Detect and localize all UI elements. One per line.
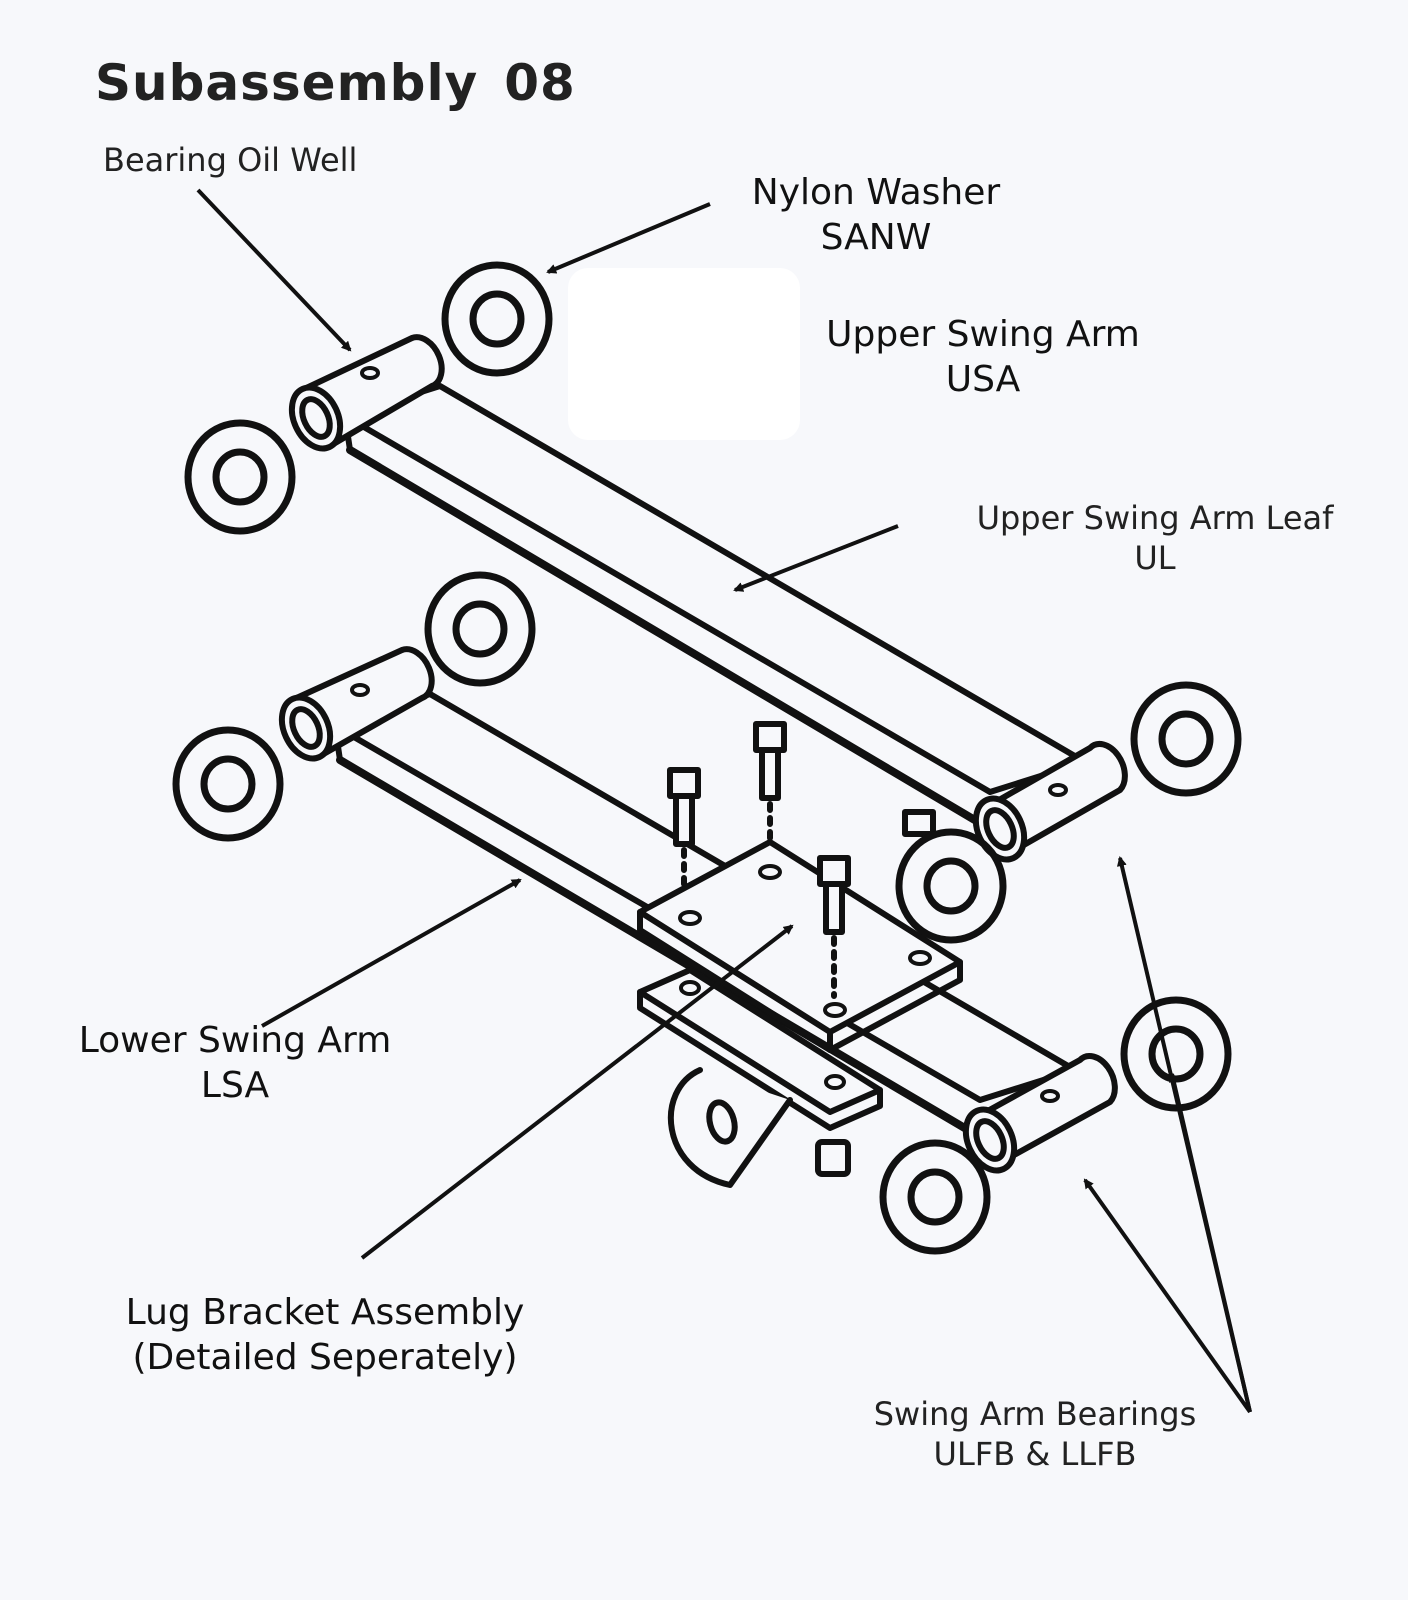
- label-bearing-oil-well: Bearing Oil Well: [103, 141, 358, 179]
- label-upper-swing-arm: Upper Swing Arm USA: [826, 314, 1140, 400]
- washer: [172, 726, 284, 842]
- washer: [184, 419, 296, 535]
- arrow-lug-bracket: [360, 924, 794, 1260]
- washer: [1130, 681, 1242, 797]
- label-nylon-washer: Nylon Washer SANW: [751, 172, 1001, 258]
- arrow-bearing-3: [1083, 1178, 1252, 1414]
- arrow-bearing-2: [1168, 1072, 1252, 1413]
- upper-swing-arm: [288, 334, 1128, 863]
- bolt: [667, 767, 701, 895]
- arrow-upper-leaf: [733, 524, 899, 592]
- label-lower-swing-arm: Lower Swing Arm LSA: [78, 1020, 392, 1106]
- bolt: [817, 855, 851, 999]
- upper-right-bearing-tube: [972, 741, 1128, 863]
- label-upper-swing-arm-leaf: Upper Swing Arm Leaf UL: [976, 499, 1334, 577]
- lug-bracket-assembly: [637, 721, 963, 1188]
- lower-left-bearing-tube: [278, 646, 435, 762]
- oil-well-hole: [360, 366, 380, 380]
- arrow-bearing-oil-well: [196, 188, 352, 352]
- label-swing-arm-bearings: Swing Arm Bearings ULFB & LLFB: [873, 1395, 1197, 1473]
- washer: [424, 571, 536, 687]
- whiteout-patch: [568, 268, 800, 440]
- bolt: [753, 721, 787, 849]
- bolt: [902, 809, 936, 837]
- nut: [815, 1139, 851, 1177]
- washer: [879, 1139, 991, 1255]
- subassembly-number: 08: [504, 54, 576, 112]
- label-lug-bracket-assembly: Lug Bracket Assembly (Detailed Seperatel…: [125, 1292, 525, 1378]
- upper-left-bearing-tube: [288, 334, 445, 452]
- arrow-nylon-washer: [546, 202, 711, 274]
- washer: [441, 261, 553, 377]
- lower-right-bearing-tube: [962, 1053, 1118, 1174]
- arrow-lower-swing-arm: [261, 878, 522, 1028]
- washer: [895, 828, 1007, 944]
